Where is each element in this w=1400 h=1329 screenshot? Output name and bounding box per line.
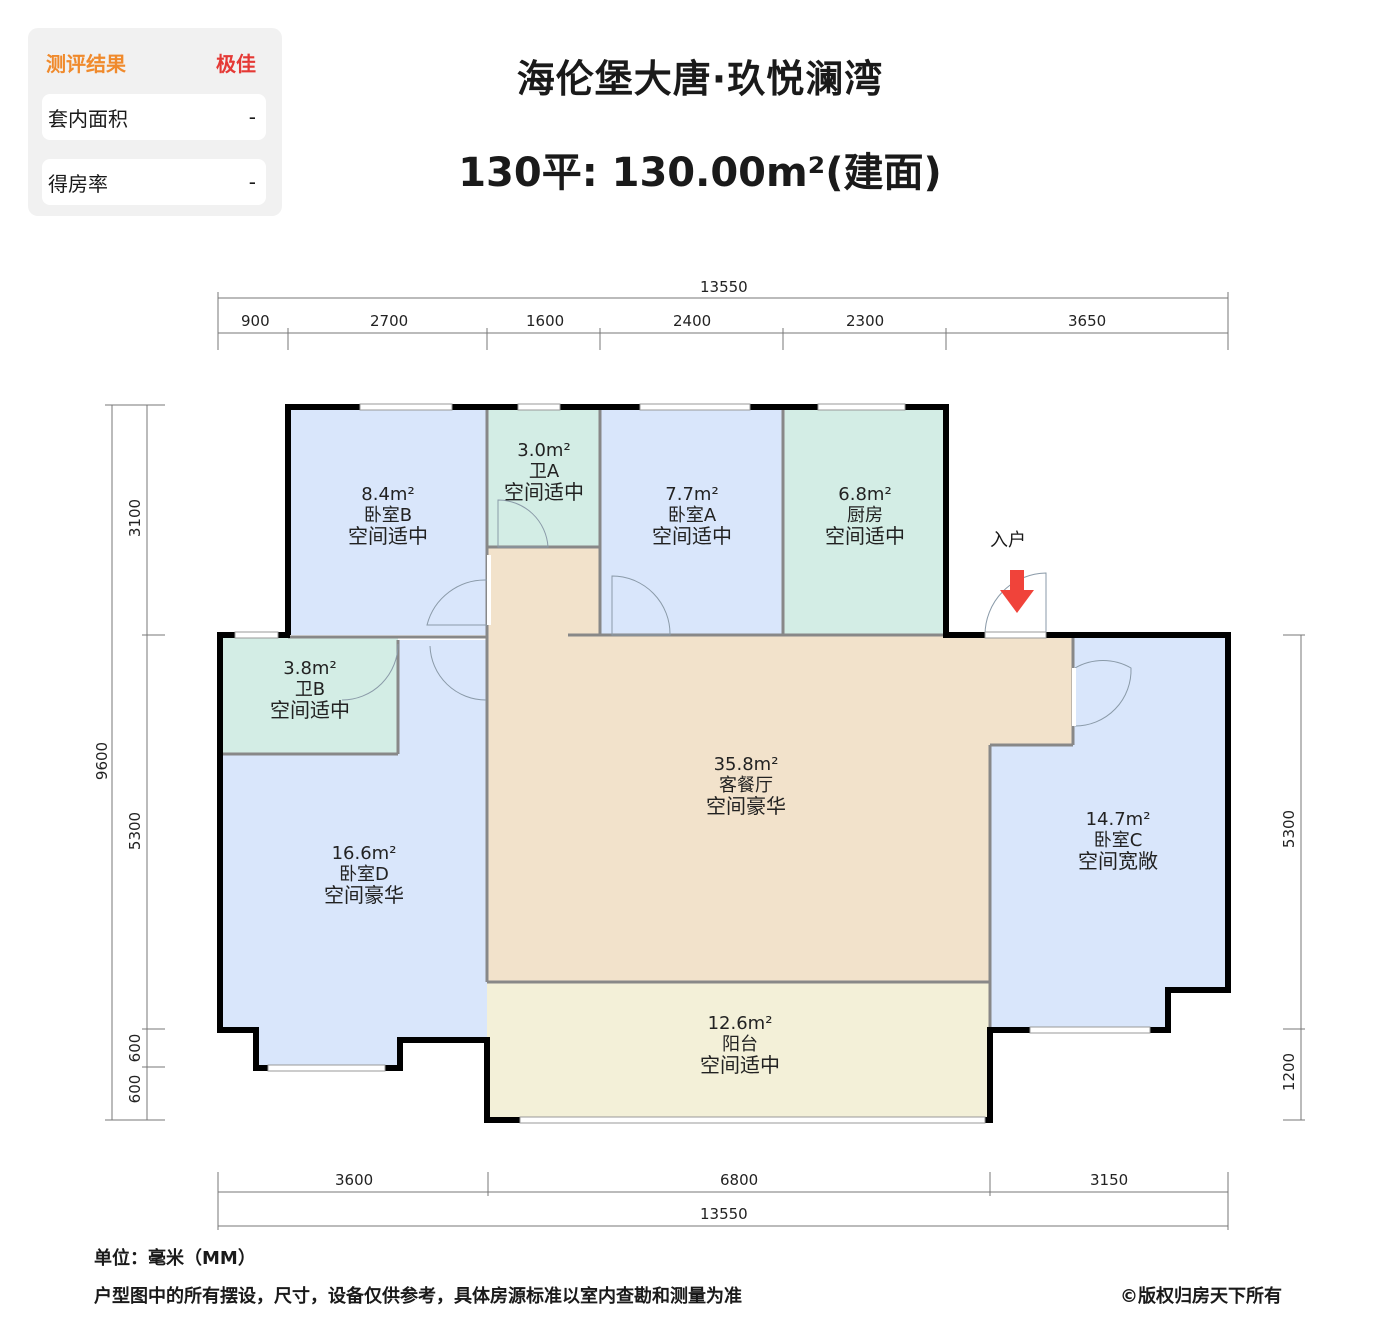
room-area: 14.7m² xyxy=(1085,809,1151,830)
dim-bottom-1: 3600 xyxy=(335,1171,374,1189)
room-name: 卧室D xyxy=(339,864,389,885)
dim-bottom-total: 13550 xyxy=(700,1205,748,1223)
room-area: 6.8m² xyxy=(838,484,892,505)
top-dimension-lines xyxy=(105,292,1305,1230)
dim-top-2: 2700 xyxy=(370,312,409,330)
room-name: 卫A xyxy=(528,461,560,482)
unit-note: 单位：毫米（MM） xyxy=(94,1248,256,1269)
evaluation-title: 测评结果 xyxy=(46,52,126,76)
dim-left-total: 9600 xyxy=(93,741,111,781)
room-grade: 空间适中 xyxy=(504,480,584,504)
page-title: 海伦堡大唐·玖悦澜湾 xyxy=(516,57,884,101)
evaluation-row-inner-area: 套内面积 - xyxy=(42,94,266,140)
entrance-label: 入户 xyxy=(990,530,1026,551)
copyright: ©版权归房天下所有 xyxy=(1120,1286,1282,1307)
dim-left-1: 3100 xyxy=(126,498,144,538)
room-name: 卧室B xyxy=(363,505,413,526)
dim-top-6: 3650 xyxy=(1068,312,1107,330)
room-name: 阳台 xyxy=(722,1034,758,1055)
room-area: 12.6m² xyxy=(707,1013,773,1034)
disclaimer: 户型图中的所有摆设，尺寸，设备仅供参考，具体房源标准以室内查勘和测量为准 xyxy=(94,1286,742,1307)
dim-top-1: 900 xyxy=(241,312,270,330)
room-grade: 空间豪华 xyxy=(324,883,404,907)
dim-top-5: 2300 xyxy=(846,312,885,330)
room-grade: 空间宽敞 xyxy=(1078,849,1158,873)
room-name: 厨房 xyxy=(847,505,883,526)
entrance-arrow-icon xyxy=(1000,570,1034,613)
room-living-dining: 35.8m² 客餐厅 空间豪华 xyxy=(676,754,816,817)
room-area: 16.6m² xyxy=(331,843,397,864)
dim-bottom-3: 3150 xyxy=(1090,1171,1129,1189)
exterior-walls xyxy=(217,404,1231,1123)
evaluation-row-usable-ratio: 得房率 - xyxy=(42,159,266,205)
room-bedroom-c: 14.7m² 卧室C 空间宽敞 xyxy=(1048,809,1188,872)
room-name: 卫B xyxy=(294,679,326,700)
room-area: 7.7m² xyxy=(665,484,719,505)
dim-left-2: 5300 xyxy=(126,811,144,851)
dim-right-1: 5300 xyxy=(1280,809,1298,849)
dim-top-3: 1600 xyxy=(526,312,565,330)
room-bedroom-d: 16.6m² 卧室D 空间豪华 xyxy=(294,843,434,906)
dim-top-4: 2400 xyxy=(673,312,712,330)
room-fills xyxy=(220,407,1228,1120)
room-bedroom-b: 8.4m² 卧室B 空间适中 xyxy=(318,484,458,547)
room-grade: 空间适中 xyxy=(652,524,732,548)
room-balcony: 12.6m² 阳台 空间适中 xyxy=(670,1013,810,1076)
evaluation-row-value: - xyxy=(248,105,256,129)
room-area: 35.8m² xyxy=(713,754,779,775)
evaluation-grade: 极佳 xyxy=(216,52,256,76)
room-name: 卧室A xyxy=(667,505,717,526)
evaluation-row-value: - xyxy=(248,170,256,194)
dim-right-2: 1200 xyxy=(1280,1052,1298,1092)
room-name: 客餐厅 xyxy=(719,775,773,796)
room-grade: 空间适中 xyxy=(348,524,428,548)
evaluation-card: 测评结果 极佳 套内面积 - 得房率 - xyxy=(28,28,282,216)
room-bathroom-a: 3.0m² 卫A 空间适中 xyxy=(488,440,600,503)
room-bedroom-a: 7.7m² 卧室A 空间适中 xyxy=(622,484,762,547)
room-grade: 空间适中 xyxy=(825,524,905,548)
room-kitchen: 6.8m² 厨房 空间适中 xyxy=(795,484,935,547)
room-name: 卧室C xyxy=(1093,830,1143,851)
evaluation-header: 测评结果 极佳 xyxy=(46,48,256,78)
evaluation-row-label: 套内面积 xyxy=(48,106,128,131)
room-grade: 空间豪华 xyxy=(706,794,786,818)
room-grade: 空间适中 xyxy=(700,1053,780,1077)
dim-left-4: 600 xyxy=(126,1074,144,1104)
room-area: 3.0m² xyxy=(517,440,571,461)
page-subtitle: 130平: 130.00m²(建面) xyxy=(458,150,942,196)
room-bathroom-b: 3.8m² 卫B 空间适中 xyxy=(240,658,380,721)
evaluation-row-label: 得房率 xyxy=(48,171,108,196)
windows xyxy=(234,403,1151,1124)
room-grade: 空间适中 xyxy=(270,698,350,722)
dim-left-3: 600 xyxy=(126,1033,144,1063)
dim-bottom-2: 6800 xyxy=(720,1171,759,1189)
room-area: 8.4m² xyxy=(361,484,415,505)
dim-top-total: 13550 xyxy=(700,278,748,296)
room-area: 3.8m² xyxy=(283,658,337,679)
